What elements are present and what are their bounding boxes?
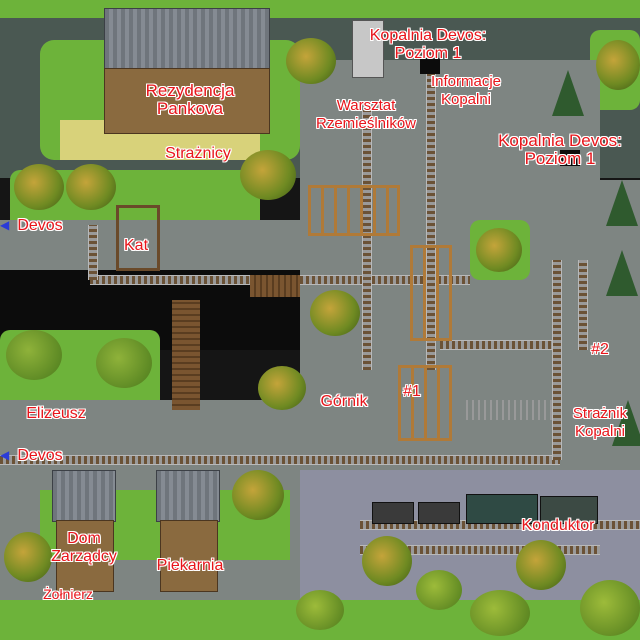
rail-vertical-1 [426, 70, 436, 370]
label-bakery: Piekarnia [156, 557, 224, 574]
label-elizeusz: Elizeusz [26, 405, 86, 422]
tree [476, 228, 522, 272]
exit-arrow-icon[interactable]: ◀ [0, 218, 10, 232]
label-line: Poziom 1 [394, 45, 462, 62]
label-line: Warsztat [336, 97, 396, 114]
label-line: Zarządcy [51, 548, 117, 565]
residence-building[interactable] [104, 68, 270, 134]
mine-entrance-top[interactable] [420, 58, 440, 74]
bush [416, 570, 462, 610]
tree [310, 290, 360, 336]
label-marker-2: #2 [591, 341, 609, 358]
tree [14, 164, 64, 210]
station-plaza [300, 470, 640, 600]
tree [516, 540, 566, 590]
label-soldier: Żołnierz [43, 586, 93, 602]
bush [470, 590, 530, 636]
locomotive[interactable] [540, 496, 598, 524]
label-line: Strażnik [572, 405, 628, 422]
tree [286, 38, 336, 84]
tree [258, 366, 306, 410]
label-line: Kopalni [574, 423, 626, 440]
label-line: Dom [67, 530, 101, 547]
bush [580, 580, 640, 636]
passenger-car [466, 494, 538, 524]
rail-vertical-3 [552, 260, 562, 460]
label-line: Pankova [156, 99, 224, 118]
rail-vertical-4 [578, 260, 588, 350]
tree [232, 470, 284, 520]
tree [596, 40, 640, 90]
manager-house[interactable] [56, 520, 114, 592]
label-line: Rzemieślników [315, 115, 417, 132]
label-line: Kopalnia Devos: [498, 131, 622, 150]
label-line: Informacje [430, 73, 502, 90]
gallows [116, 205, 160, 271]
mine-tower-2 [410, 245, 452, 341]
monument [352, 20, 384, 78]
pine-tree [552, 70, 584, 116]
label-miner: Górnik [320, 393, 368, 410]
rail-lower [0, 455, 560, 465]
label-line: Rezydencja [145, 81, 235, 100]
manager-house-roof [52, 470, 116, 522]
rail-vertical-2 [362, 110, 372, 370]
bakery-building[interactable] [160, 520, 218, 592]
pine-tree [606, 180, 638, 226]
label-conductor: Konduktor [521, 517, 595, 534]
pine-tree [612, 400, 640, 446]
mine-fence [466, 400, 552, 420]
rail-mid [440, 340, 560, 350]
label-line: Kopalnia Devos: [369, 27, 487, 44]
tree [96, 338, 152, 388]
tree [6, 330, 62, 380]
label-devos-upper: Devos [17, 217, 63, 234]
pine-tree [606, 250, 638, 296]
tree [66, 164, 116, 210]
coal-wagon-1 [372, 502, 414, 524]
mine-entrance-right[interactable] [560, 150, 580, 166]
upper-road [0, 220, 300, 270]
tree [362, 536, 412, 586]
label-mine-top: Kopalnia Devos:Poziom 1 [370, 27, 487, 63]
label-line: Kopalni [440, 91, 492, 108]
coal-wagon-2 [418, 502, 460, 524]
exit-arrow-icon[interactable]: ◀ [0, 448, 10, 462]
label-guards: Strażnicy [165, 145, 231, 162]
bakery-roof [156, 470, 220, 522]
tree [4, 532, 52, 582]
residence-roof [104, 8, 270, 70]
bush [296, 590, 344, 630]
rope-bridge[interactable] [250, 275, 300, 297]
label-mine-right: Kopalnia Devos:Poziom 1 [498, 132, 622, 168]
bridge[interactable] [172, 300, 200, 410]
label-line: Poziom 1 [524, 149, 596, 168]
label-marker-1: #1 [403, 383, 421, 400]
rail-station-2 [360, 545, 600, 555]
label-executioner: Kat [123, 237, 149, 254]
rail-vertical-5 [88, 225, 98, 280]
wooden-frame-upper [308, 185, 400, 236]
label-devos-lower: Devos [17, 447, 63, 464]
mine-tower-1 [398, 365, 452, 441]
tree [240, 150, 296, 200]
top-grass [0, 0, 640, 20]
